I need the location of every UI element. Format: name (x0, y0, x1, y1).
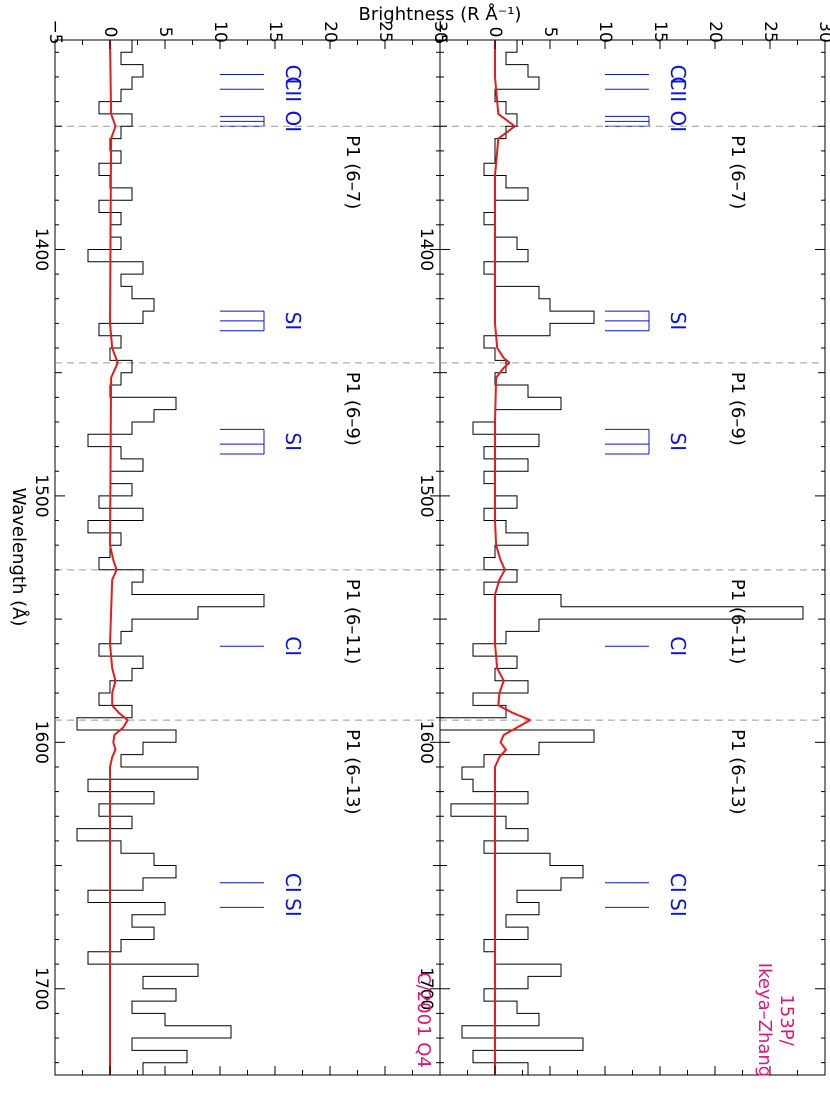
comet-label-line: 153P/ (776, 994, 797, 1046)
brightness-tick-label: 5 (540, 27, 560, 38)
band-marker-label: P1 (6–13) (727, 729, 748, 814)
line-id-label: CI (281, 873, 305, 893)
data-histogram-0 (439, 40, 804, 1075)
band-marker-label: P1 (6–7) (342, 135, 363, 209)
brightness-tick-label: 0 (485, 27, 505, 38)
line-id-label: SI (281, 432, 305, 451)
data-histogram-1 (76, 40, 265, 1075)
wavelength-tick-label: 1400 (31, 228, 51, 271)
line-id-label: SI (666, 432, 690, 451)
comet-label-line: Ikeya–Zhang (754, 963, 775, 1077)
model-curve-1 (109, 39, 129, 1075)
line-id-label: CI (666, 65, 690, 85)
axis-ticks (54, 40, 826, 1075)
band-marker-label: P1 (6–11) (342, 579, 363, 664)
brightness-tick-label: 10 (210, 21, 230, 43)
line-id-label: SI (666, 312, 690, 331)
wavelength-tick-label: 1500 (31, 474, 51, 517)
brightness-tick-label: 15 (650, 21, 670, 43)
wavelength-tick-label: 1700 (416, 967, 436, 1010)
wavelength-tick-label: 1400 (416, 228, 436, 271)
x-axis-title: Wavelength (Å) (8, 488, 30, 627)
line-id-label: SI (281, 898, 305, 917)
model-curve-0 (494, 40, 532, 1075)
brightness-tick-label: −5 (45, 19, 65, 44)
comet-label-0: 153P/Ikeya–Zhang (754, 963, 797, 1077)
line-id-label: CII (281, 76, 305, 102)
line-id-label: OI (281, 111, 305, 133)
brightness-tick-label: 25 (375, 21, 395, 43)
panel-frame-0 (439, 39, 826, 1076)
wavelength-tick-label: 1500 (416, 474, 436, 517)
brightness-tick-label: 5 (155, 27, 175, 38)
comet-label-1: C/2001 Q4 (413, 972, 434, 1068)
brightness-tick-label: 30 (815, 21, 830, 43)
brightness-tick-label: 0 (100, 27, 120, 38)
line-id-label: CI (666, 636, 690, 656)
line-id-label: CII (666, 76, 690, 102)
band-marker-label: P1 (6–11) (727, 579, 748, 664)
comet-label-line: C/2001 Q4 (413, 972, 434, 1068)
line-id-label: CI (666, 873, 690, 893)
brightness-tick-label: 15 (265, 21, 285, 43)
line-id-label: SI (281, 312, 305, 331)
wavelength-tick-label: 1600 (31, 721, 51, 764)
line-id-label: CI (281, 636, 305, 656)
brightness-tick-label: −5 (430, 19, 450, 44)
line-id-label: SI (666, 898, 690, 917)
band-marker-label: P1 (6–9) (342, 372, 363, 446)
wavelength-tick-label: 1600 (416, 721, 436, 764)
brightness-tick-label: 10 (595, 21, 615, 43)
band-marker-label: P1 (6–7) (727, 135, 748, 209)
wavelength-tick-label: 1700 (31, 967, 51, 1010)
text-layer: −5 0 5 10 15 20 25 30 1400 1500 1600 1700 P1 (6–7) P1… (8, 3, 830, 1077)
panel-frames (54, 39, 826, 1076)
line-id-label: CI (281, 65, 305, 85)
band-marker-label: P1 (6–13) (342, 729, 363, 814)
brightness-tick-label: 20 (320, 21, 340, 43)
line-id-label: OI (666, 111, 690, 133)
y-axis-title: Brightness (R Å⁻¹) (359, 3, 522, 25)
band-marker-label: P1 (6–9) (727, 372, 748, 446)
brightness-tick-label: 20 (705, 21, 725, 43)
brightness-tick-label: 30 (430, 21, 450, 43)
brightness-tick-label: 25 (760, 21, 780, 43)
series-layer (76, 39, 804, 1075)
